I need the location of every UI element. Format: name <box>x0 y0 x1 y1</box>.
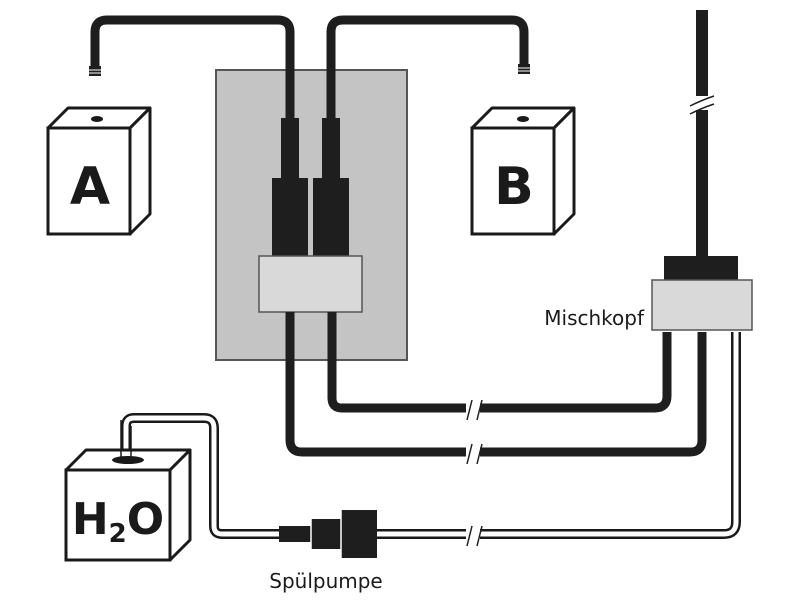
supply-hose-a <box>90 15 295 118</box>
mixer-tube <box>696 10 708 262</box>
flush-pump <box>279 510 377 558</box>
tank-b: B <box>470 106 576 236</box>
flush-line-outer <box>121 332 741 539</box>
mixing-head-block <box>651 279 753 331</box>
output-hose-outer <box>285 312 707 457</box>
tank-a: A <box>46 106 152 236</box>
tank-b-label: B <box>494 157 534 217</box>
water-tank: H2O <box>64 448 192 562</box>
water-tank-label: H2O <box>72 494 164 549</box>
connector-b <box>518 64 530 74</box>
pump-cylinder-b-upper <box>322 118 340 178</box>
mixing-head-label: Mischkopf <box>544 306 645 330</box>
flush-line-inner <box>123 332 739 537</box>
mixer-tube-break-mark <box>689 95 715 115</box>
hose-break-mark-inner <box>466 398 483 421</box>
hose-break-mark-outer <box>466 442 483 465</box>
tank-a-fill-hole <box>91 116 103 122</box>
tank-b-fill-hole <box>517 116 529 122</box>
machine-manifold-block <box>258 255 363 313</box>
supply-hose-b <box>326 15 529 118</box>
flush-line-break-mark <box>466 524 483 547</box>
mixing-head-cap <box>664 256 738 280</box>
tank-a-label: A <box>70 157 110 217</box>
flush-pump-label: Spülpumpe <box>269 569 382 593</box>
pump-cylinder-a-upper <box>281 118 299 178</box>
pump-cylinder-a-lower <box>272 178 308 258</box>
pump-cylinder-b-lower <box>313 178 349 258</box>
connector-a <box>89 66 101 76</box>
water-tank-opening <box>112 456 144 464</box>
output-hose-inner <box>327 312 672 413</box>
